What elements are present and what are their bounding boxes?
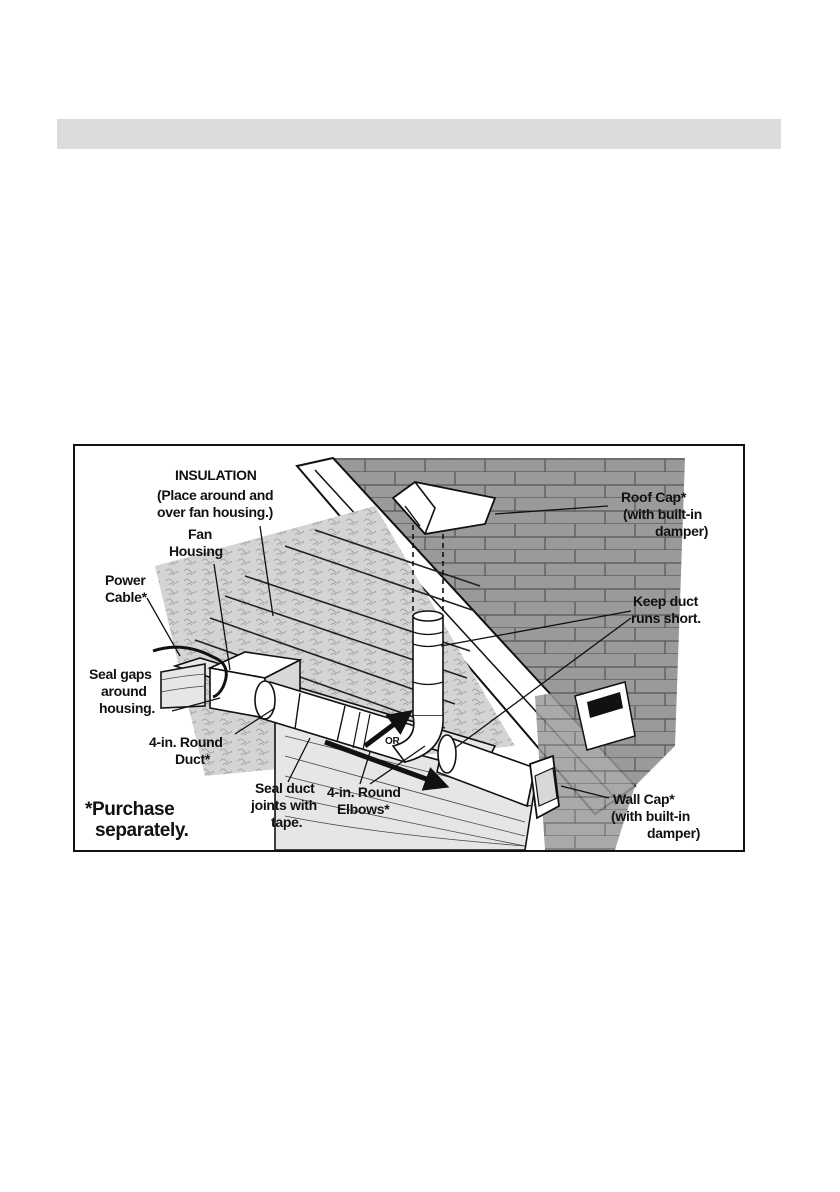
label-wall-cap-2: (with built-in bbox=[611, 808, 690, 824]
label-wall-cap-1: Wall Cap* bbox=[613, 791, 675, 807]
ventilation-duct-diagram: INSULATION (Place around and over fan ho… bbox=[73, 444, 745, 852]
wall-cap bbox=[530, 756, 559, 818]
label-insulation-note-2: over fan housing.) bbox=[157, 504, 273, 520]
label-power-cable-2: Cable* bbox=[105, 589, 148, 605]
label-purchase-1: *Purchase bbox=[85, 799, 174, 820]
label-round-duct-1: 4-in. Round bbox=[149, 734, 223, 750]
section-header-band bbox=[57, 119, 781, 149]
label-fan-housing-2: Housing bbox=[169, 543, 223, 559]
label-keep-short-2: runs short. bbox=[631, 610, 701, 626]
label-insulation-note-1: (Place around and bbox=[157, 487, 273, 503]
label-round-duct-2: Duct* bbox=[175, 751, 211, 767]
label-or: OR bbox=[385, 736, 400, 747]
label-elbows-2: Elbows* bbox=[337, 801, 390, 817]
label-seal-gaps-2: around bbox=[101, 683, 147, 699]
diagram-drawing: INSULATION (Place around and over fan ho… bbox=[75, 446, 743, 850]
label-keep-short-1: Keep duct bbox=[633, 593, 699, 609]
label-fan-housing-1: Fan bbox=[188, 526, 212, 542]
label-seal-joints-3: tape. bbox=[271, 814, 302, 830]
label-elbows-1: 4-in. Round bbox=[327, 784, 401, 800]
label-seal-joints-1: Seal duct bbox=[255, 780, 315, 796]
label-wall-cap-3: damper) bbox=[647, 825, 700, 841]
label-seal-joints-2: joints with bbox=[250, 797, 317, 813]
label-purchase-2: separately. bbox=[95, 820, 188, 841]
label-roof-cap-3: damper) bbox=[655, 523, 708, 539]
label-roof-cap-1: Roof Cap* bbox=[621, 489, 687, 505]
label-roof-cap-2: (with built-in bbox=[623, 506, 702, 522]
label-insulation: INSULATION bbox=[175, 467, 257, 483]
label-seal-gaps-3: housing. bbox=[99, 700, 155, 716]
label-seal-gaps-1: Seal gaps bbox=[89, 666, 152, 682]
label-power-cable-1: Power bbox=[105, 572, 146, 588]
